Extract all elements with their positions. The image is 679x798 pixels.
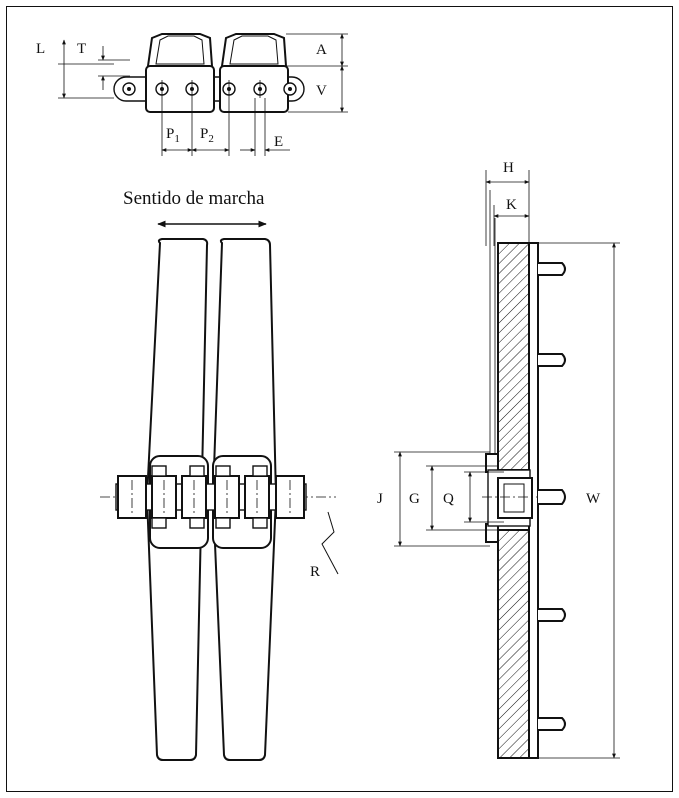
flight-base-left bbox=[145, 65, 215, 113]
label-E: E bbox=[274, 134, 283, 150]
chain-body bbox=[115, 483, 307, 511]
label-A: A bbox=[316, 42, 327, 58]
label-L: L bbox=[36, 41, 45, 57]
label-G: G bbox=[409, 491, 420, 507]
label-R: R bbox=[310, 564, 320, 580]
lower-section-hatched bbox=[497, 529, 530, 759]
label-Q: Q bbox=[443, 491, 454, 507]
side-teeth bbox=[538, 262, 566, 731]
front-view: R bbox=[100, 238, 339, 761]
upper-section-hatched bbox=[497, 242, 530, 471]
label-P1: P1 bbox=[166, 126, 180, 145]
chain-link-blocks bbox=[117, 465, 305, 529]
label-K: K bbox=[506, 197, 517, 213]
page-border bbox=[6, 6, 673, 792]
label-W: W bbox=[586, 491, 601, 507]
top-side-view: L T A V P1 P2 E bbox=[36, 33, 348, 156]
label-J: J bbox=[377, 491, 383, 507]
label-P2: P2 bbox=[200, 126, 214, 145]
label-V: V bbox=[316, 83, 327, 99]
side-section-view: H K J G Q W bbox=[377, 160, 620, 759]
direction-label: Sentido de marcha bbox=[123, 188, 265, 209]
r-break-line bbox=[321, 511, 339, 575]
label-H: H bbox=[503, 160, 514, 176]
chain-pins bbox=[122, 80, 297, 98]
label-T: T bbox=[77, 41, 86, 57]
